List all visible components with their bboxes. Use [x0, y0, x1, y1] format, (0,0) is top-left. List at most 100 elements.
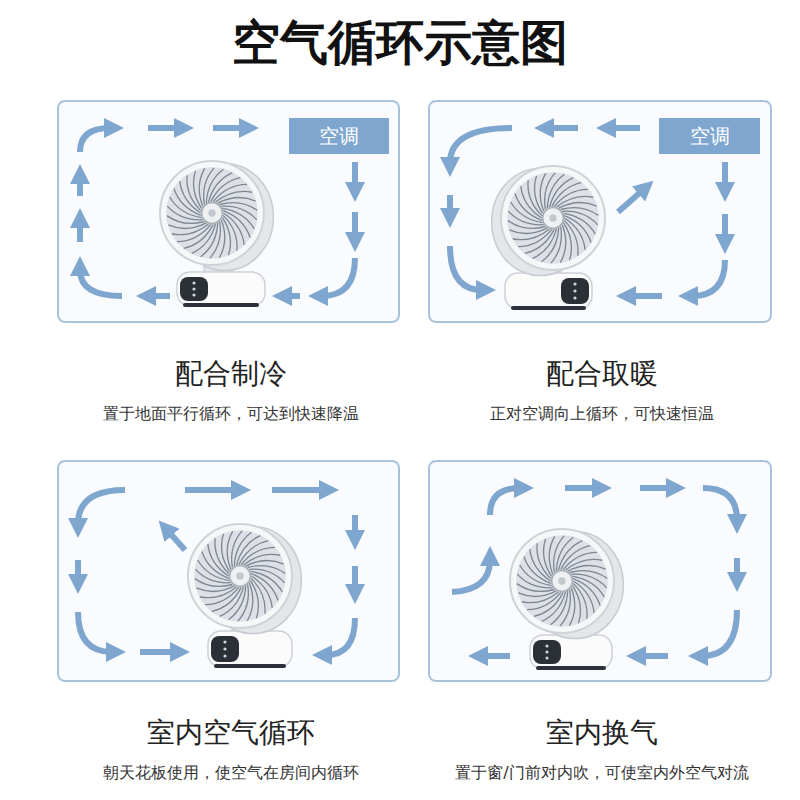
fan-grill: [250, 581, 258, 618]
panel-grounds: [59, 102, 770, 680]
airflow-arrow: [272, 487, 325, 493]
fan-grill: [200, 587, 237, 598]
scene-heading: 配合取暖: [400, 357, 800, 391]
fan-grill: [174, 189, 201, 216]
airflow-arrow: [450, 128, 512, 163]
fan-grill: [557, 196, 594, 207]
fan-grill: [563, 223, 571, 260]
fan-illustration: [188, 524, 301, 668]
scene-panel: 配合取暖正对空调向上循环，可快速恒温空调: [428, 100, 772, 323]
fan-grill: [223, 211, 250, 238]
airflow-arrow: [77, 222, 83, 242]
fan-grill: [194, 171, 202, 208]
fan-base: [530, 635, 612, 669]
airflow-arrow: [482, 653, 510, 659]
fan-grill: [180, 181, 201, 213]
fan-grill: [515, 194, 542, 221]
fan-control-panel: [211, 636, 239, 662]
fan-grill: [562, 211, 597, 225]
fan-grill: [544, 539, 552, 576]
scene-heading: 室内空气循环: [29, 716, 432, 750]
airflow-arrow: [80, 128, 110, 152]
fan-face: [194, 530, 286, 622]
fan-grill: [549, 178, 573, 208]
airflow-arrow: [565, 485, 598, 491]
fan-grill: [517, 574, 552, 588]
scene-heading: 配合制冷: [29, 357, 432, 391]
airflow-arrow: [140, 649, 176, 655]
fan-grill: [208, 544, 229, 576]
airflow-arrow: [618, 190, 643, 212]
fan-base-shadow: [214, 664, 286, 668]
control-light: [545, 650, 548, 653]
fan-grill: [533, 229, 557, 259]
fan-grill: [244, 554, 281, 565]
airflow-arrow: [722, 214, 728, 240]
airflow-arrow: [352, 212, 358, 238]
fan-illustration: [510, 529, 623, 670]
fan-hub: [552, 571, 573, 592]
scene-panel: 室内换气置于窗/门前对内吹，可使室内外空气对流: [428, 460, 772, 682]
fan-grill: [522, 592, 559, 603]
fan-face: [507, 172, 599, 264]
fan-base: [177, 272, 265, 306]
panel-ground: [59, 462, 398, 680]
airflow-arrow: [702, 610, 737, 656]
fan-grill: [530, 549, 551, 581]
fan-hub-center: [558, 577, 565, 584]
diagram-title: 空气循环示意图: [0, 14, 800, 72]
air-conditioner-box: 空调: [289, 118, 389, 154]
fan-ring: [188, 524, 292, 628]
fan-grill: [220, 587, 244, 617]
airflow-arrow: [352, 566, 358, 590]
scene-description: 正对空调向上循环，可快速恒温: [408, 404, 796, 425]
panel-ground: [430, 102, 770, 321]
airflow-arrow: [703, 488, 737, 520]
control-light: [223, 654, 226, 657]
fan-grill: [571, 574, 606, 588]
fan-grill: [222, 218, 230, 255]
fan-grill: [513, 229, 550, 240]
airflow-arrow: [326, 618, 355, 655]
control-light: [192, 281, 195, 284]
fan-face: [166, 167, 258, 259]
airflow-arrow: [185, 487, 237, 493]
fan-hub-center: [236, 572, 243, 579]
airflow-arrow: [78, 490, 125, 524]
fan-ring: [160, 161, 264, 265]
air-conditioner-box: 空调: [659, 118, 760, 154]
fan-grill: [195, 569, 230, 583]
fan-base: [208, 631, 292, 667]
airflow-arrow: [640, 653, 668, 659]
fan-ring: [510, 529, 614, 633]
fan-grill: [222, 208, 254, 229]
airflow-arrow: [168, 531, 185, 550]
fan-grill: [192, 224, 216, 254]
airflow-arrow: [548, 125, 578, 131]
fan-grill: [250, 571, 282, 592]
airflow-arrow: [213, 125, 245, 131]
fan-grill: [249, 569, 284, 583]
fan-grill: [216, 191, 253, 202]
airflow-arrow: [75, 560, 81, 580]
fan-grill: [172, 224, 209, 235]
airflow-arrow: [640, 485, 672, 491]
fan-ring: [501, 166, 605, 270]
fan-grill: [221, 206, 256, 220]
fan-grill: [563, 213, 595, 234]
fan-hub: [230, 566, 251, 587]
scene-description: 朝天花板使用，使空气在房间内循环: [37, 763, 424, 784]
fan-base-shadow: [511, 306, 586, 310]
airflow-arrow: [148, 125, 180, 131]
panel-ground: [430, 462, 770, 680]
airflow-arrow: [447, 195, 453, 214]
fan-face: [516, 535, 608, 627]
control-light: [573, 282, 576, 285]
airflow-arrow: [80, 270, 122, 296]
fan-grill: [208, 173, 232, 203]
fan-grill: [202, 552, 229, 579]
airflow-arrow: [692, 260, 725, 296]
airflow-arrow: [734, 558, 740, 578]
airflow-arrow: [610, 125, 640, 131]
control-light: [192, 293, 195, 296]
